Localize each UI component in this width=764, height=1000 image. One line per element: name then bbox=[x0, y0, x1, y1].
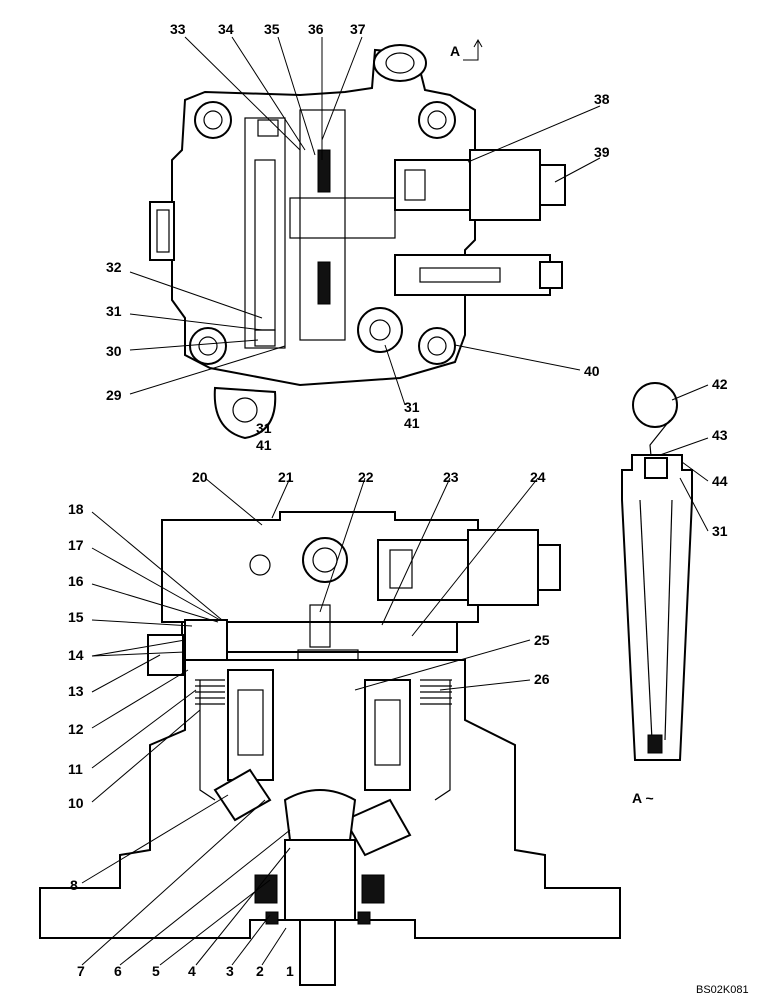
callout-23: 23 bbox=[443, 469, 459, 485]
callout-41-center: 41 bbox=[404, 415, 420, 431]
callout-17: 17 bbox=[68, 537, 84, 553]
callout-39: 39 bbox=[594, 144, 610, 160]
callout-13: 13 bbox=[68, 683, 84, 699]
callout-31-top: 31 bbox=[106, 303, 122, 319]
callout-36: 36 bbox=[308, 21, 324, 37]
callout-3: 3 bbox=[226, 963, 234, 979]
callout-31-tab: 31 bbox=[256, 420, 272, 436]
callout-34: 34 bbox=[218, 21, 234, 37]
callout-10: 10 bbox=[68, 795, 84, 811]
callout-35: 35 bbox=[264, 21, 280, 37]
callout-22: 22 bbox=[358, 469, 374, 485]
callout-2: 2 bbox=[256, 963, 264, 979]
callout-8: 8 bbox=[70, 877, 78, 893]
leader-lines bbox=[81, 36, 709, 966]
callout-6: 6 bbox=[114, 963, 122, 979]
callout-37: 37 bbox=[350, 21, 366, 37]
callout-33: 33 bbox=[170, 21, 186, 37]
callout-42: 42 bbox=[712, 376, 728, 392]
callout-11: 11 bbox=[68, 761, 83, 777]
section-marker-a: A bbox=[450, 38, 483, 61]
detail-a-label: A ~ bbox=[632, 790, 654, 806]
callout-12: 12 bbox=[68, 721, 84, 737]
callout-24: 24 bbox=[530, 469, 546, 485]
callout-30: 30 bbox=[106, 343, 122, 359]
callout-4: 4 bbox=[188, 963, 196, 979]
section-view bbox=[39, 511, 621, 986]
callout-31-center: 31 bbox=[404, 399, 420, 415]
callout-29: 29 bbox=[106, 387, 122, 403]
detail-a-view: A ~ bbox=[621, 382, 693, 806]
callout-5: 5 bbox=[152, 963, 160, 979]
callout-40: 40 bbox=[584, 363, 600, 379]
drawing-code: BS02K081 bbox=[696, 984, 749, 996]
callout-15: 15 bbox=[68, 609, 84, 625]
callout-21: 21 bbox=[278, 469, 294, 485]
callout-38: 38 bbox=[594, 91, 610, 107]
top-view bbox=[149, 44, 566, 440]
callout-16: 16 bbox=[68, 573, 84, 589]
callout-44: 44 bbox=[712, 473, 728, 489]
callout-25: 25 bbox=[534, 632, 550, 648]
callout-labels: 33 34 35 36 37 38 39 32 31 30 29 40 31 4… bbox=[68, 21, 728, 979]
callout-20: 20 bbox=[192, 469, 208, 485]
callout-26: 26 bbox=[534, 671, 550, 687]
callout-14: 14 bbox=[68, 647, 84, 663]
callout-7: 7 bbox=[77, 963, 85, 979]
callout-18: 18 bbox=[68, 501, 84, 517]
callout-41-tab: 41 bbox=[256, 437, 272, 453]
callout-32: 32 bbox=[106, 259, 122, 275]
callout-43: 43 bbox=[712, 427, 728, 443]
callout-31-detail: 31 bbox=[712, 523, 728, 539]
section-marker-text: A bbox=[450, 43, 460, 59]
callout-1: 1 bbox=[286, 963, 294, 979]
